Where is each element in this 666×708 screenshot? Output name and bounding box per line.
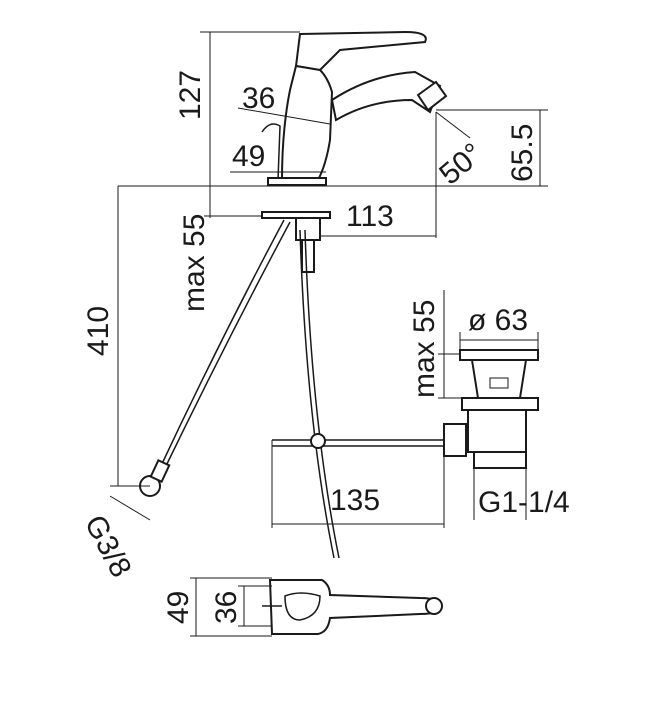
dim-spout-reach: 113	[346, 200, 394, 233]
mixer-top-view	[262, 579, 443, 635]
dim-hose-thread: G3/8	[78, 510, 138, 583]
dim-body-36: 36	[242, 82, 275, 115]
dim-drain-diameter: ø 63	[468, 304, 528, 337]
drain-tail	[473, 451, 527, 469]
dim-base-49: 49	[232, 140, 265, 173]
dim-outlet-height: 65.5	[506, 124, 539, 182]
top-view-handle	[284, 592, 321, 621]
top-view-aerator	[425, 597, 443, 615]
flexible-hose	[159, 219, 285, 469]
mixer-base	[267, 177, 327, 186]
flexible-hose-inner	[163, 221, 291, 471]
dim-drain-thread: G1-1/4	[478, 486, 570, 519]
shank-nut	[301, 239, 315, 273]
dim-spout-height: 127	[174, 70, 207, 120]
hose-fitting	[149, 458, 171, 484]
dim-top-49: 49	[162, 591, 195, 624]
pop-up-rod-lower	[299, 229, 335, 559]
drain-flange	[470, 359, 528, 399]
dim-spout-angle: 50°	[433, 137, 489, 191]
dim-top-36: 36	[210, 591, 243, 624]
drain-slot	[489, 377, 509, 389]
mixer-handle	[294, 30, 427, 72]
dim-deck-thickness: max 55	[178, 214, 211, 312]
dim-lever-reach: 135	[330, 484, 380, 517]
lever-pivot	[310, 433, 326, 449]
pop-up-rod-lower-2	[304, 229, 340, 559]
pop-up-drain	[272, 349, 539, 469]
dimension-lines	[109, 31, 548, 637]
top-view-body	[268, 579, 442, 635]
drain-nut	[461, 397, 539, 411]
pop-up-rod	[261, 123, 281, 181]
mixer-aerator	[416, 80, 448, 112]
drain-cap	[459, 349, 539, 361]
dim-hose-length: 410	[82, 306, 115, 356]
dim-drain-deck: max 55	[408, 300, 441, 398]
drain-body	[467, 409, 527, 453]
mixer-body	[280, 64, 334, 181]
lever-knob	[443, 423, 467, 457]
mixer-side-view	[261, 30, 448, 273]
